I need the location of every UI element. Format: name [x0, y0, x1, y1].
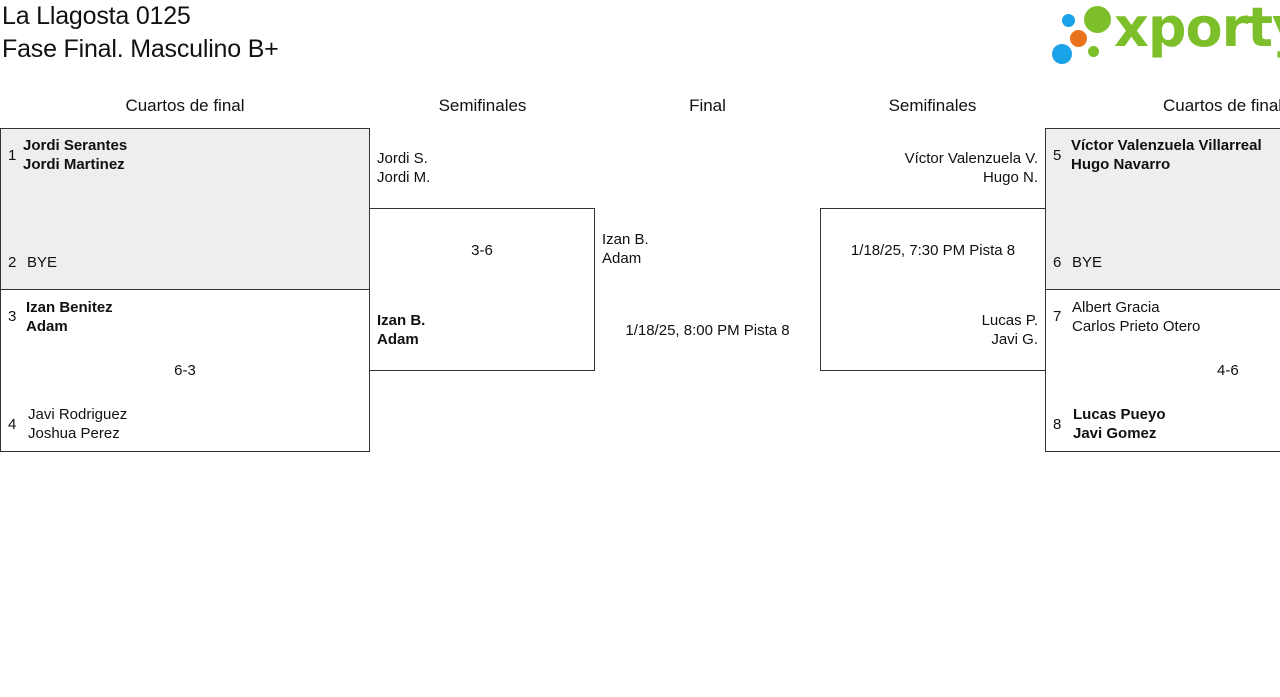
player-name: Hugo Navarro [1071, 156, 1171, 173]
column-header-quarterfinals-right: Cuartos de final [1163, 96, 1280, 115]
player-name: Izan B. [602, 231, 649, 248]
player-name: Javi Rodriguez [28, 406, 128, 423]
match-semifinal-right[interactable]: 1/18/25, 7:30 PM Pista 8 Lucas P. Javi G… [820, 208, 1046, 371]
player-name: Javi G. [991, 331, 1038, 348]
player-name: Adam [377, 331, 419, 348]
match-qf-right-1[interactable]: 5 Víctor Valenzuela Villarreal Hugo Nava… [1045, 128, 1280, 290]
column-header-semifinals-left: Semifinales [438, 96, 527, 115]
semifinal-left-team-a-player: Jordi S. [377, 150, 428, 167]
match-score: 4-6 [1217, 362, 1239, 379]
player-name: Carlos Prieto Otero [1072, 318, 1201, 335]
semifinal-left-team-a-player: Jordi M. [377, 169, 431, 186]
seed-number: 5 [1053, 147, 1062, 164]
match-qf-left-1[interactable]: 1 Jordi Serantes Jordi Martinez 2 BYE [0, 128, 370, 290]
seed-number: 2 [8, 254, 17, 271]
player-name: Albert Gracia [1072, 299, 1160, 316]
match-final[interactable]: Izan B. Adam 1/18/25, 8:00 PM Pista 8 [595, 208, 820, 371]
seed-number: 8 [1053, 416, 1062, 433]
player-name: Izan B. [377, 312, 426, 329]
xporty-logo: xporty [1050, 0, 1280, 68]
logo-dot-blue-large [1052, 44, 1072, 64]
player-name: Lucas P. [981, 312, 1038, 329]
match-score: 3-6 [471, 242, 493, 259]
match-qf-left-2[interactable]: 3 Izan Benitez Adam 6-3 4 Javi Rodriguez… [0, 289, 370, 452]
player-name: Adam [26, 318, 68, 335]
phase-title: Fase Final. Masculino B+ [2, 35, 279, 63]
player-name: Adam [602, 250, 642, 267]
column-header-final: Final [689, 96, 726, 115]
bye-label: BYE [1072, 254, 1103, 271]
match-schedule: 1/18/25, 7:30 PM Pista 8 [850, 242, 1016, 259]
seed-number: 1 [8, 147, 17, 164]
seed-number: 7 [1053, 308, 1062, 325]
seed-number: 3 [8, 308, 17, 325]
match-semifinal-left[interactable]: 3-6 Izan B. Adam [369, 208, 595, 371]
seed-number: 4 [8, 416, 17, 433]
semifinal-right-team-a-player: Hugo N. [982, 169, 1038, 186]
logo-dot-blue [1062, 14, 1075, 27]
player-name: Jordi Serantes [23, 137, 128, 154]
tournament-title: La Llagosta 0125 [2, 2, 191, 30]
match-qf-right-2[interactable]: 7 Albert Gracia Carlos Prieto Otero 4-6 … [1045, 289, 1280, 452]
player-name: Víctor Valenzuela Villarreal [1071, 137, 1262, 154]
player-name: Javi Gomez [1073, 425, 1157, 442]
match-schedule: 1/18/25, 8:00 PM Pista 8 [625, 322, 790, 339]
logo-dot-green-small [1088, 46, 1099, 57]
match-score: 6-3 [174, 362, 196, 379]
logo-dot-orange [1070, 30, 1087, 47]
semifinal-right-team-a-player: Víctor Valenzuela V. [904, 150, 1038, 167]
player-name: Joshua Perez [28, 425, 120, 442]
logo-dot-green [1084, 6, 1111, 33]
bye-label: BYE [27, 254, 58, 271]
column-header-quarterfinals-left: Cuartos de final [125, 96, 245, 115]
logo-text: xporty [1114, 0, 1280, 59]
player-name: Izan Benitez [26, 299, 113, 316]
seed-number: 6 [1053, 254, 1062, 271]
column-header-semifinals-right: Semifinales [888, 96, 977, 115]
player-name: Jordi Martinez [23, 156, 125, 173]
player-name: Lucas Pueyo [1073, 406, 1166, 423]
